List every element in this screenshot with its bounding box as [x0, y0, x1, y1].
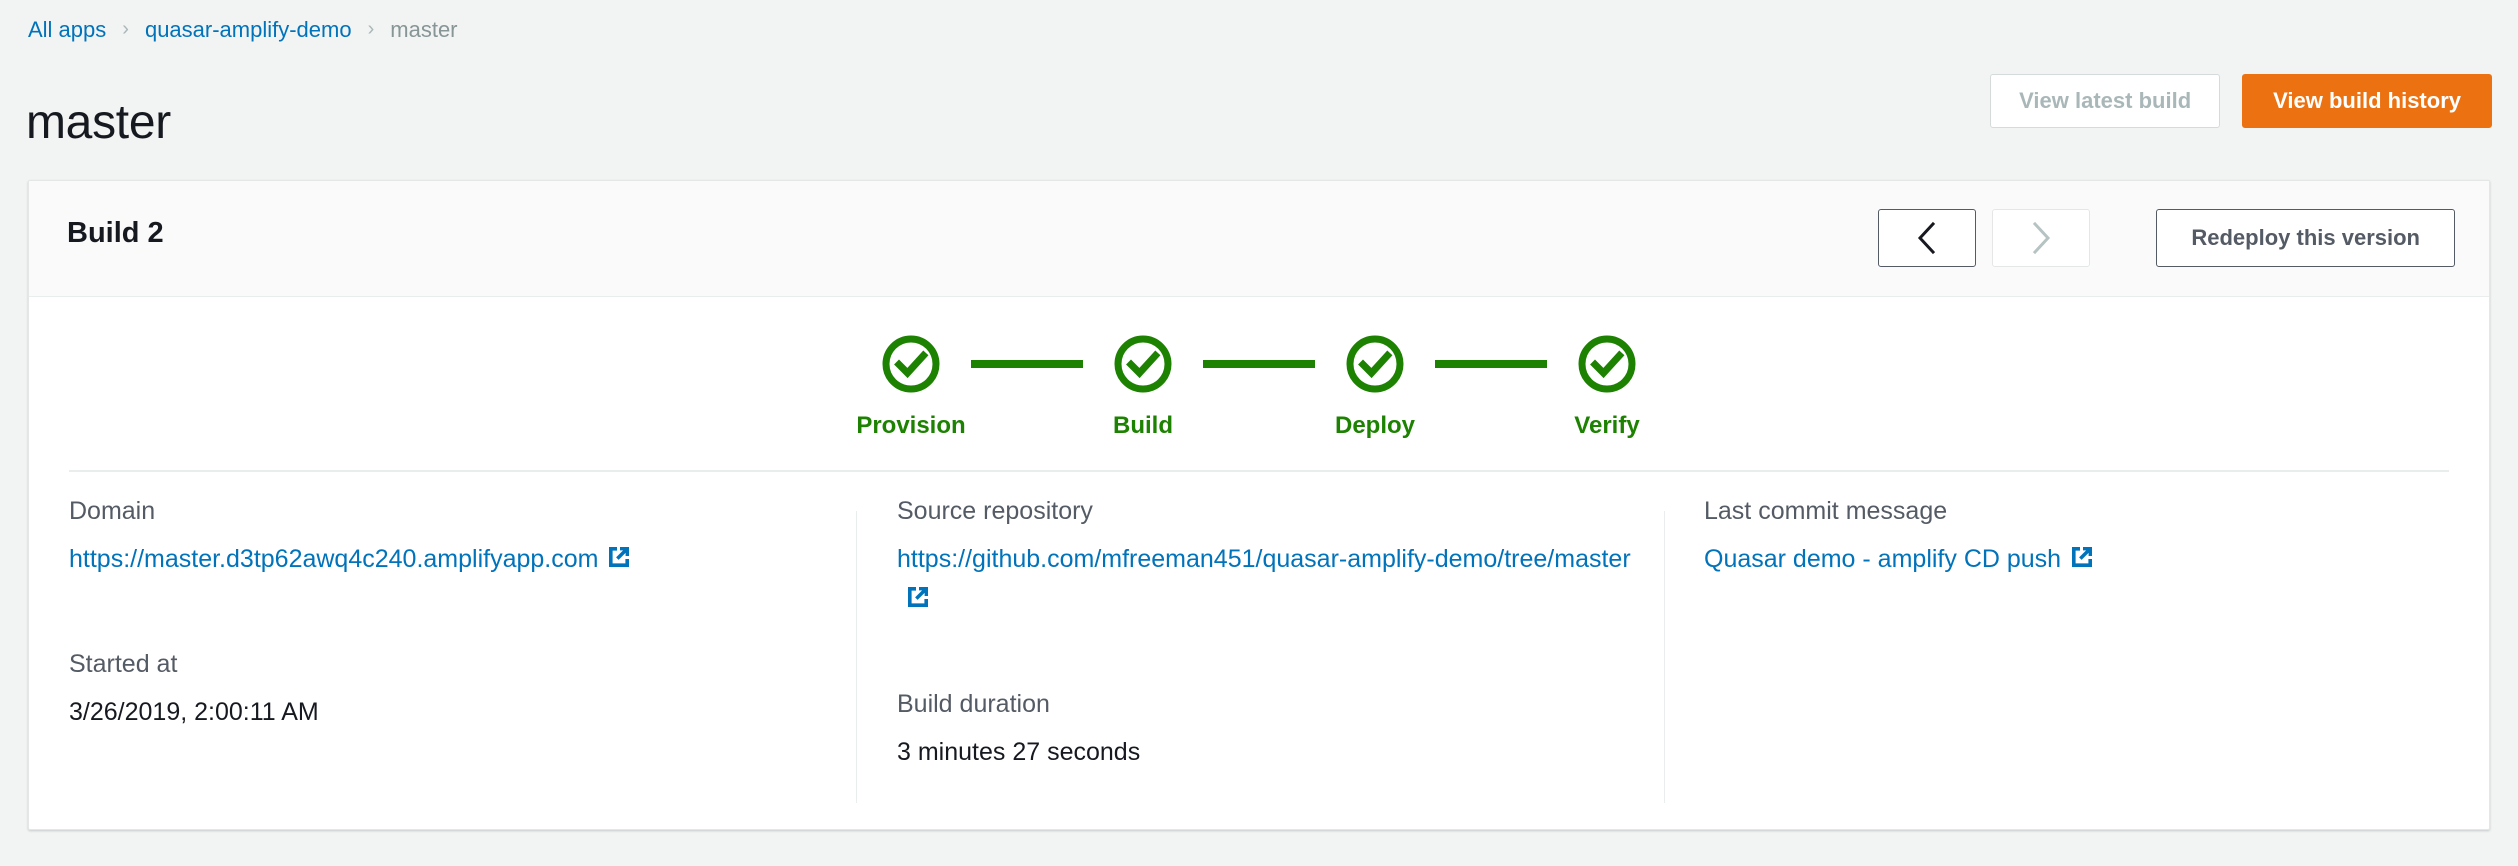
check-circle-icon [1576, 333, 1638, 400]
build-card-actions: Redeploy this version [1878, 209, 2455, 267]
details-column-divider [1664, 511, 1665, 803]
build-card-title: Build 2 [67, 217, 164, 249]
field-value-build-duration: 3 minutes 27 seconds [897, 738, 1141, 766]
breadcrumb-item-master: master [390, 17, 458, 42]
step-label-deploy: Deploy [1334, 412, 1415, 439]
field-last-commit-message: Last commit message Quasar demo - amplif… [1704, 491, 2464, 582]
details-column-domain: Domain https://master.d3tp62awq4c240.amp… [69, 491, 829, 736]
step-deploy: Deploy [1315, 333, 1435, 440]
field-source-repository: Source repository https://github.com/mfr… [897, 491, 1637, 622]
field-label-started-at: Started at [69, 650, 178, 678]
field-label-domain: Domain [69, 497, 156, 525]
details-column-last-commit: Last commit message Quasar demo - amplif… [1704, 491, 2464, 586]
view-build-history-button[interactable]: View build history [2242, 74, 2492, 128]
breadcrumb-item-quasar-amplify-demo[interactable]: quasar-amplify-demo [144, 17, 352, 42]
step-label-build: Build [1113, 412, 1173, 439]
field-label-source-repository: Source repository [897, 497, 1093, 525]
build-details: Domain https://master.d3tp62awq4c240.amp… [29, 491, 2489, 829]
page-header-actions: View latest build View build history [1990, 74, 2492, 128]
details-column-divider [856, 511, 857, 803]
step-verify: Verify [1547, 333, 1667, 440]
previous-build-button[interactable] [1878, 209, 1977, 267]
check-circle-icon [880, 333, 942, 400]
external-link-icon [2069, 542, 2095, 582]
view-latest-build-button[interactable]: View latest build [1990, 74, 2221, 128]
step-connector [1203, 360, 1315, 368]
breadcrumb: All apps › quasar-amplify-demo › master [28, 14, 458, 46]
step-connector [971, 360, 1083, 368]
page-title: master [26, 96, 171, 150]
field-label-last-commit-message: Last commit message [1704, 497, 1948, 525]
field-value-started-at: 3/26/2019, 2:00:11 AM [69, 698, 319, 726]
external-link-icon [606, 542, 632, 582]
field-build-duration: Build duration 3 minutes 27 seconds [897, 684, 1637, 772]
breadcrumb-separator-icon: › [367, 18, 375, 40]
step-label-verify: Verify [1574, 412, 1640, 439]
field-started-at: Started at 3/26/2019, 2:00:11 AM [69, 644, 829, 732]
details-row-spacer [69, 586, 829, 644]
check-circle-icon [1112, 333, 1174, 400]
step-build: Build [1083, 333, 1203, 440]
field-label-build-duration: Build duration [897, 690, 1050, 718]
redeploy-this-version-button[interactable]: Redeploy this version [2156, 209, 2455, 267]
external-link-icon [905, 582, 931, 622]
step-provision: Provision [851, 333, 971, 440]
build-card: Build 2 Redeploy this version [28, 180, 2490, 830]
build-progress-stepper: Provision Build [29, 297, 2489, 479]
build-card-header: Build 2 Redeploy this version [29, 181, 2489, 297]
field-domain: Domain https://master.d3tp62awq4c240.amp… [69, 491, 829, 582]
step-label-provision: Provision [856, 412, 966, 439]
breadcrumb-separator-icon: › [122, 18, 129, 40]
domain-link[interactable]: https://master.d3tp62awq4c240.amplifyapp… [69, 545, 599, 573]
details-column-source-repository: Source repository https://github.com/mfr… [897, 491, 1637, 776]
chevron-left-icon [1915, 221, 1939, 255]
details-row-spacer [897, 626, 1637, 684]
step-connector [1435, 360, 1547, 368]
stepper-details-divider [69, 470, 2449, 472]
last-commit-message-link[interactable]: Quasar demo - amplify CD push [1704, 545, 2062, 573]
source-repository-link[interactable]: https://github.com/mfreeman451/quasar-am… [897, 545, 1631, 573]
check-circle-icon [1344, 333, 1406, 400]
chevron-right-icon [2029, 221, 2053, 255]
breadcrumb-item-all-apps[interactable]: All apps [28, 17, 107, 42]
next-build-button[interactable] [1992, 209, 2091, 267]
page-header: master View latest build View build hist… [0, 62, 2518, 149]
